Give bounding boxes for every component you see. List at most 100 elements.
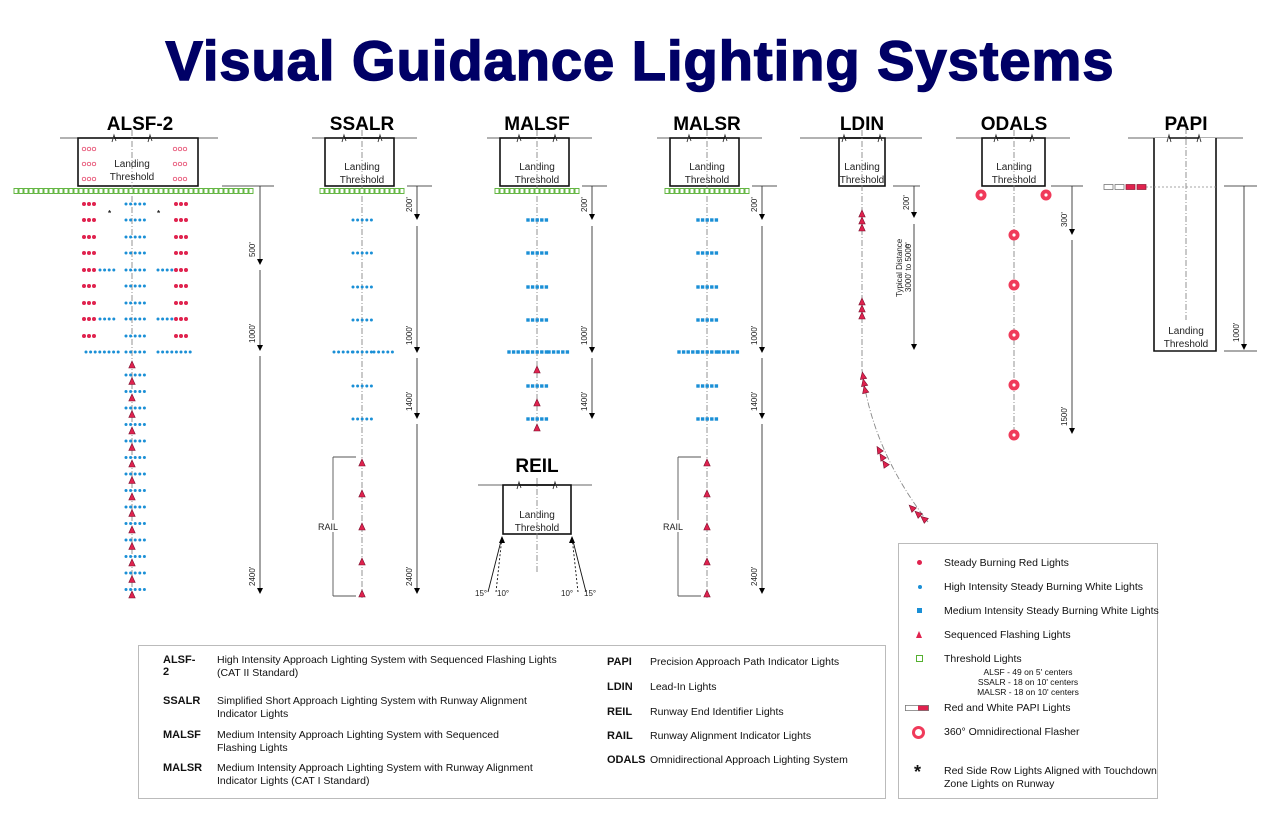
sequenced-flashing-light (128, 574, 136, 583)
landing-threshold-label: Threshold (515, 175, 559, 186)
sequenced-flashing-light (358, 522, 366, 531)
high-intensity-white-light (142, 350, 146, 354)
sequenced-flashing-light (914, 510, 923, 519)
threshold-light (138, 188, 144, 194)
runway-threshold-box (324, 137, 395, 187)
medium-intensity-white-light (721, 350, 726, 354)
threshold-lights-note: SSALR - 18 on 10' centers (977, 677, 1079, 687)
description-line: Simplified Short Approach Lighting Syste… (217, 695, 527, 707)
legend-label: Sequenced Flashing Lights (944, 629, 1071, 641)
rail-label-bg (668, 520, 690, 532)
high-intensity-white-light (124, 538, 128, 542)
steady-red-light (92, 235, 96, 239)
abbreviation-description: Precision Approach Path Indicator Lights (650, 656, 839, 669)
sequenced-flashing-light (703, 589, 711, 598)
high-intensity-white-light (138, 202, 142, 206)
threshold-light (203, 188, 209, 194)
high-intensity-white-light (124, 489, 128, 492)
high-intensity-white-light (165, 317, 169, 321)
high-intensity-white-light (124, 334, 128, 338)
high-intensity-white-light (129, 373, 133, 377)
high-intensity-white-light (365, 350, 369, 354)
threshold-light (549, 188, 555, 194)
medium-intensity-white-light (535, 251, 539, 255)
high-intensity-white-dot-icon (917, 584, 922, 589)
high-intensity-white-light (142, 334, 146, 338)
medium-intensity-white-light (705, 218, 709, 222)
description-line: Runway Alignment Indicator Lights (650, 730, 812, 742)
high-intensity-white-light (133, 571, 137, 575)
high-intensity-white-light (365, 251, 369, 255)
description-line: (CAT II Standard) (217, 667, 299, 679)
break-mark (841, 133, 847, 143)
high-intensity-white-light (124, 406, 128, 410)
dimension-arrowhead (759, 413, 765, 419)
high-intensity-white-light (93, 350, 97, 354)
medium-intensity-white-light (530, 251, 535, 255)
medium-intensity-white-light (516, 350, 520, 354)
typical-distance-label: Typical Distance (895, 238, 904, 297)
sequenced-flashing-light (128, 426, 136, 435)
medium-intensity-white-light (691, 350, 695, 354)
steady-red-light (174, 334, 178, 338)
high-intensity-white-light (98, 268, 102, 272)
threshold-light (519, 188, 525, 194)
high-intensity-white-light (360, 350, 364, 354)
steady-red-light (82, 268, 86, 272)
runway-threshold-box (77, 137, 199, 187)
omnidirectional-flasher-center (1012, 333, 1016, 337)
high-intensity-white-light (138, 301, 142, 305)
threshold-light (123, 188, 129, 194)
high-intensity-white-light (133, 218, 137, 222)
dimension-label: 1400' (750, 391, 759, 411)
omnidirectional-flasher-center (1044, 193, 1048, 197)
medium-intensity-white-light (710, 384, 714, 388)
description-line: Flashing Lights (217, 742, 288, 754)
high-intensity-white-light (129, 522, 133, 525)
threshold-light (734, 188, 740, 194)
threshold-light (704, 188, 710, 194)
dimension-label: 1500' (1060, 406, 1069, 426)
high-intensity-white-light (129, 334, 133, 338)
dimension-arrowhead (257, 588, 263, 594)
page-title: Visual Guidance Lighting Systems (165, 28, 1115, 93)
break-mark (722, 133, 728, 143)
steady-red-light (87, 251, 91, 255)
reil-title: REIL (515, 456, 559, 477)
steady-red-light (174, 301, 178, 305)
high-intensity-white-light (138, 588, 142, 591)
omnidirectional-flasher-center (1012, 233, 1016, 237)
threshold-bar-red-light (182, 176, 188, 182)
high-intensity-white-light (351, 350, 355, 354)
medium-intensity-white-light (544, 218, 549, 222)
high-intensity-white-light (138, 406, 142, 410)
papi-light (1136, 184, 1147, 190)
medium-intensity-white-light (540, 350, 544, 354)
break-symbol: ≈ (903, 243, 912, 248)
threshold-light (233, 188, 239, 194)
steady-red-light (174, 284, 178, 288)
high-intensity-white-light (170, 350, 174, 354)
steady-red-light (82, 334, 86, 338)
medium-intensity-white-light (735, 350, 740, 354)
high-intensity-white-light (138, 350, 142, 354)
high-intensity-white-light (360, 417, 364, 421)
medium-intensity-white-light (526, 384, 530, 388)
high-intensity-white-light (365, 318, 369, 322)
high-intensity-white-light (138, 251, 142, 255)
sequenced-flashing-light (358, 557, 366, 566)
threshold-light (494, 188, 500, 194)
dimension-label: 1000' (1232, 322, 1241, 342)
dimension-arrowhead (257, 345, 263, 351)
landing-threshold-label: Landing (1168, 326, 1204, 337)
omnidirectional-flasher-center (979, 193, 983, 197)
threshold-square-icon (916, 655, 923, 662)
threshold-light (118, 188, 124, 194)
sequenced-flashing-light (858, 209, 866, 218)
dimension-arrowhead (414, 347, 420, 353)
medium-intensity-white-light (535, 218, 539, 222)
high-intensity-white-light (351, 251, 355, 255)
high-intensity-white-light (124, 235, 128, 239)
runway-threshold-box (981, 137, 1046, 187)
high-intensity-white-light (98, 350, 102, 354)
